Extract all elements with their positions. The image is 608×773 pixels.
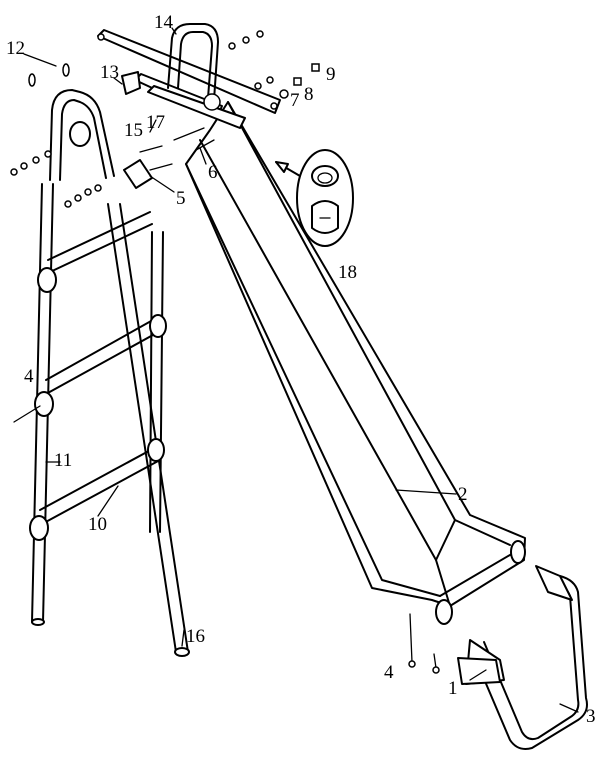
- callout-3: 3: [586, 706, 596, 727]
- exit-bumper: [457, 565, 588, 750]
- callout-11: 11: [54, 450, 72, 471]
- top-rail: [97, 29, 281, 129]
- callout-17: 17: [146, 112, 165, 133]
- callout-6: 6: [208, 162, 218, 183]
- callout-2: 2: [458, 484, 468, 505]
- slide-chute: [185, 101, 526, 625]
- side-rail-handle: [49, 89, 115, 181]
- callout-8: 8: [304, 84, 314, 105]
- top-handle: [167, 23, 221, 111]
- callout-15: 15: [124, 120, 143, 141]
- callout-13: 13: [100, 62, 119, 83]
- callout-16: 16: [186, 626, 205, 647]
- callout-14: 14: [154, 12, 174, 33]
- callout-10: 10: [88, 514, 107, 535]
- leader-lines: [23, 27, 579, 713]
- callout-7: 7: [290, 90, 300, 111]
- callout-5: 5: [176, 188, 186, 209]
- callout-4-bottom: 4: [384, 662, 394, 683]
- callout-labels: 1 2 3 4 4 5 6 7 8 9 10 11 12 13 14 15 16…: [6, 12, 596, 727]
- callout-18: 18: [338, 262, 357, 283]
- callout-4-left: 4: [24, 366, 34, 387]
- ladder-frame: [29, 183, 190, 657]
- callout-1: 1: [448, 678, 458, 699]
- hardware-bolts: [10, 30, 440, 674]
- callout-9: 9: [326, 64, 336, 85]
- detail-inset-18: [275, 149, 354, 247]
- callout-12: 12: [6, 38, 25, 59]
